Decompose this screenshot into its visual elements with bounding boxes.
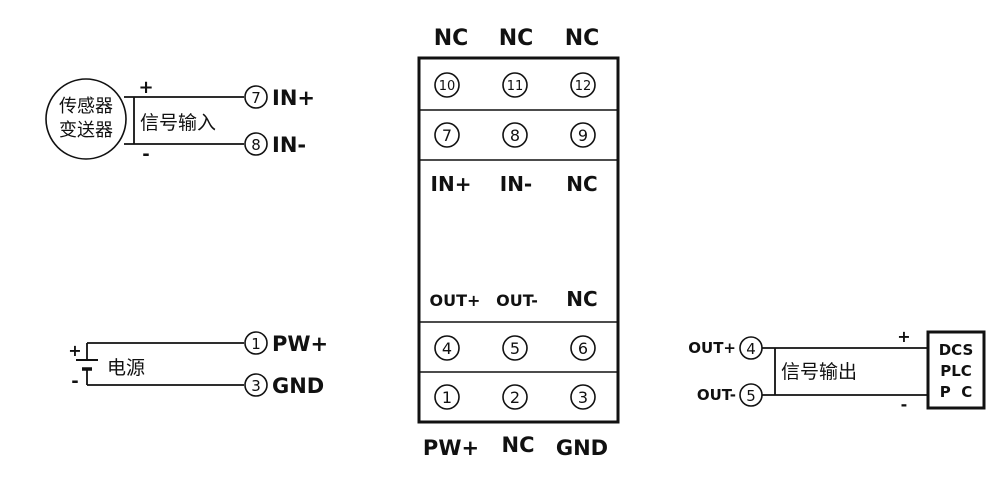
terminal-circle (434, 335, 460, 361)
terminal-circle (434, 122, 460, 148)
terminal-circle (244, 132, 268, 156)
terminal-circle (502, 72, 528, 98)
terminal-number: 8 (510, 126, 520, 145)
module-bottom-label: NC (502, 433, 535, 457)
terminal-number: 10 (439, 79, 456, 94)
module: NC NC NC 10 11 12 7 8 9 IN+ IN- NC OUT+ … (417, 26, 620, 460)
terminal-label: OUT+ (688, 339, 736, 357)
module-top-label: NC (565, 26, 600, 51)
terminal-circle (570, 335, 596, 361)
minus-sign: - (901, 395, 908, 414)
terminal-number: 5 (746, 387, 756, 405)
device-label: P C (940, 383, 972, 401)
terminal-circle (570, 384, 596, 410)
terminal-circle (244, 331, 268, 355)
sensor-circle (45, 78, 127, 160)
signal-output: OUT+ 4 OUT- 5 信号输出 + - DCS PLC P C (688, 327, 986, 414)
terminal-number: 6 (578, 339, 588, 358)
module-inner-label: OUT+ (430, 291, 481, 310)
plus-sign: + (68, 341, 81, 360)
module-inner-label: IN- (500, 172, 532, 196)
terminal-circle (570, 72, 596, 98)
terminal-number: 5 (510, 339, 520, 358)
terminal-label: OUT- (697, 386, 736, 404)
terminal-number: 2 (510, 388, 520, 407)
terminal-number: 8 (251, 136, 261, 154)
terminal-number: 9 (578, 126, 588, 145)
terminal-number: 4 (442, 339, 452, 358)
minus-sign: - (71, 371, 78, 392)
module-top-label: NC (434, 26, 469, 51)
terminal-number: 3 (578, 388, 588, 407)
terminal-number: 12 (575, 79, 592, 94)
terminal-circle (502, 384, 528, 410)
module-bottom-label: PW+ (423, 436, 479, 460)
module-frame (417, 56, 620, 424)
module-inner-label: NC (566, 172, 597, 196)
terminal-number: 7 (251, 89, 261, 107)
terminal-circle (434, 72, 460, 98)
terminal-number: 7 (442, 126, 452, 145)
output-caption: 信号输出 (781, 361, 857, 383)
module-top-label: NC (499, 26, 534, 51)
device-label: PLC (940, 362, 972, 380)
sensor-label: 传感器 (59, 96, 113, 117)
device-label: DCS (939, 341, 974, 359)
power-caption: 电源 (107, 357, 145, 379)
terminal-circle (570, 122, 596, 148)
terminal-label: IN+ (272, 86, 315, 110)
control-device-box (926, 330, 986, 410)
terminal-number: 1 (251, 335, 261, 353)
sensor-label: 变送器 (59, 120, 113, 141)
module-inner-label: NC (566, 287, 597, 311)
terminal-label: PW+ (272, 332, 328, 356)
terminal-number: 3 (251, 377, 261, 395)
power-supply: + - 电源 1 PW+ 3 GND (68, 331, 328, 398)
terminal-circle (244, 373, 268, 397)
terminal-circle (502, 122, 528, 148)
module-inner-label: OUT- (496, 291, 538, 310)
terminal-number: 11 (507, 79, 524, 94)
input-caption: 信号输入 (140, 112, 216, 134)
plus-sign: + (138, 77, 153, 98)
plus-sign: + (897, 327, 910, 346)
terminal-circle (502, 335, 528, 361)
sensor-input: 传感器 变送器 + - 信号输入 7 IN+ 8 IN- (45, 77, 315, 165)
terminal-circle (244, 85, 268, 109)
terminal-number: 4 (746, 340, 756, 358)
terminal-number: 1 (442, 388, 452, 407)
minus-sign: - (142, 144, 149, 165)
module-inner-label: IN+ (431, 172, 472, 196)
terminal-circle (434, 384, 460, 410)
terminal-label: GND (272, 374, 324, 398)
terminal-label: IN- (272, 133, 306, 157)
module-bottom-label: GND (556, 436, 608, 460)
